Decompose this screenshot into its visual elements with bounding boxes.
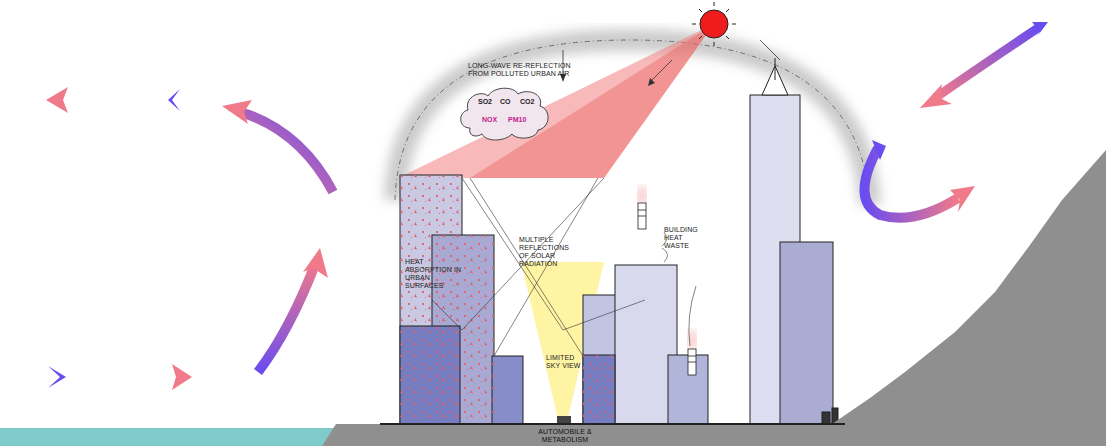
callout-label: AUTOMOBILE & METABOLISM (530, 428, 600, 444)
pollutant-label: CO (500, 98, 511, 106)
callout-label: HEAT ABSORPTION IN URBAN SURFACES (405, 258, 463, 290)
pollutant-label: NOX (482, 116, 497, 124)
callout-label: LONG-WAVE RE-REFLECTION FROM POLLUTED UR… (468, 62, 578, 78)
pollutant-label: PM10 (508, 116, 526, 124)
pollutant-label: CO2 (520, 98, 534, 106)
callout-label: LIMITED SKY VIEW (546, 354, 582, 370)
pollutant-label: SO2 (478, 98, 492, 106)
pollution-cloud: SO2 CO CO2NOX PM10 (456, 84, 552, 142)
callout-label: MULTIPLE REFLECTIONS OF SOLAR RADIATION (519, 236, 581, 268)
callout-label: BUILDING HEAT WASTE (664, 226, 704, 250)
cloud-outline (456, 84, 552, 142)
